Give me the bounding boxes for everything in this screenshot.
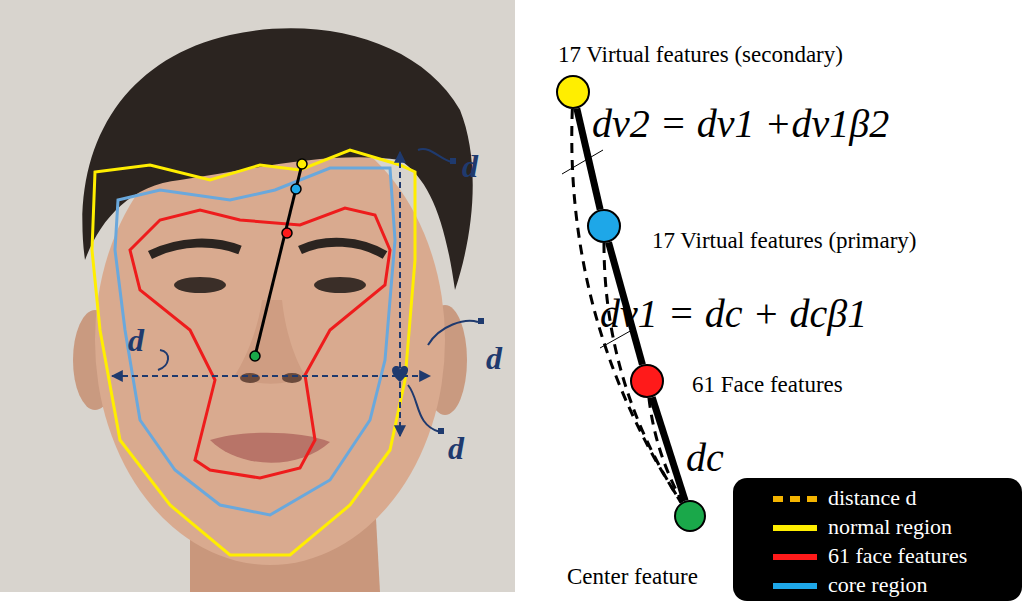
legend-swatch [771, 484, 821, 514]
legend-text: normal region [828, 514, 952, 539]
leader-end [438, 428, 444, 434]
leader-line [418, 149, 452, 162]
legend-line [773, 583, 817, 589]
legend-line [773, 554, 817, 560]
distance-label: d [486, 340, 502, 376]
distance-label-holder: d [128, 322, 144, 359]
distance-label: d [448, 430, 464, 466]
distance-label-holder: d [486, 340, 502, 377]
distance-arrow [112, 375, 430, 377]
secondary-point [297, 159, 307, 169]
feature-circle: Center feature [674, 500, 706, 532]
nostril [240, 373, 260, 383]
right-eye [314, 277, 366, 293]
center-marker [392, 366, 408, 382]
node-label-holder: Center feature [567, 564, 698, 590]
legend-text-holder: 61 face features [828, 543, 967, 569]
formula-label: dv1 = dc + dcβ1 [600, 291, 867, 336]
legend-line [773, 496, 817, 502]
distance-label-holder: d [462, 148, 478, 185]
node-label: Center feature [567, 564, 698, 589]
leader-end [478, 318, 484, 324]
feature-circle: 61 Face features [630, 364, 664, 398]
node-label-holder: 61 Face features [692, 372, 843, 398]
legend-swatch [771, 542, 821, 572]
distance-label: d [462, 148, 478, 184]
distance-arc [649, 398, 682, 502]
distance-label: d [128, 322, 144, 358]
left-brow [150, 243, 240, 255]
edge-label-holder: dv1 = dc + dcβ1 [600, 290, 867, 337]
node-label: 17 Virtual features (primary) [652, 228, 917, 253]
legend-text: distance d [828, 485, 917, 510]
core-region-outline [115, 168, 395, 515]
node-label: 17 Virtual features (secondary) [558, 42, 843, 67]
legend-swatch [771, 513, 821, 543]
legend-swatch [771, 571, 821, 601]
distance-arrow [399, 152, 401, 436]
legend-row: 61 face features [733, 542, 1022, 572]
edge-label-holder: dc [686, 434, 724, 481]
primary-point [291, 184, 301, 194]
distance-label-holder: d [448, 430, 464, 467]
node-label-holder: 17 Virtual features (primary) [652, 228, 917, 254]
feature-ray [255, 164, 302, 356]
formula-label: dc [686, 435, 724, 480]
node-label: 61 Face features [692, 372, 843, 397]
photo-background [0, 0, 515, 592]
leader-line [562, 150, 603, 174]
face-point [282, 228, 292, 238]
legend-row: distance d [733, 484, 1022, 514]
legend-text: core region [828, 572, 928, 597]
feature-circle: 17 Virtual features (secondary) [556, 75, 590, 109]
legend-line [773, 525, 817, 531]
leader-end [450, 158, 456, 164]
legend-text-holder: distance d [828, 485, 917, 511]
node-label-holder: 17 Virtual features (secondary) [558, 42, 843, 68]
leader-line [408, 385, 440, 432]
center-point [250, 351, 260, 361]
legend-row: core region [733, 571, 1022, 601]
legend-row: normal region [733, 513, 1022, 543]
legend-text: 61 face features [828, 543, 967, 568]
formula-label: dv2 = dv1 +dv1β2 [592, 101, 889, 146]
left-eye [174, 277, 226, 293]
legend-box: distance d normal region 61 face features c… [733, 478, 1022, 601]
right-brow [300, 242, 385, 255]
normal-region-outline [92, 150, 415, 555]
legend-text-holder: core region [828, 572, 928, 598]
distance-arc [604, 243, 681, 503]
nostril [282, 373, 302, 383]
feature-circle: 17 Virtual features (primary) [587, 209, 621, 243]
face-feature-outline [130, 208, 390, 478]
leader-line [158, 350, 168, 370]
nose [235, 300, 305, 384]
leader-line [428, 321, 478, 345]
edge-label-holder: dv2 = dv1 +dv1β2 [592, 100, 889, 147]
legend-text-holder: normal region [828, 514, 952, 540]
